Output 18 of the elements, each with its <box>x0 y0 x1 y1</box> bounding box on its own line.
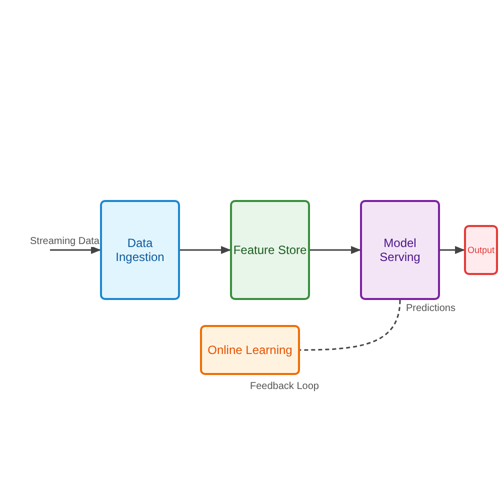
dashed-connector <box>300 300 401 351</box>
node-label: Model Serving <box>378 236 422 264</box>
output-box <box>464 225 498 275</box>
process-box <box>200 325 300 375</box>
edge-label: Streaming Data <box>30 236 100 247</box>
annotation-label: Predictions <box>406 303 456 314</box>
process-box <box>360 200 440 300</box>
edge-label: Feedback Loop <box>250 381 319 392</box>
process-box <box>100 200 180 300</box>
arrow <box>440 246 465 254</box>
node-label: Data Ingestion <box>114 236 166 264</box>
node-label: Feature Store <box>233 242 307 258</box>
arrow <box>50 246 101 254</box>
arrow <box>310 246 361 254</box>
arrow <box>180 246 231 254</box>
node-label: Output <box>467 244 495 256</box>
process-box <box>230 200 310 300</box>
node-label: Online Learning <box>208 342 292 358</box>
